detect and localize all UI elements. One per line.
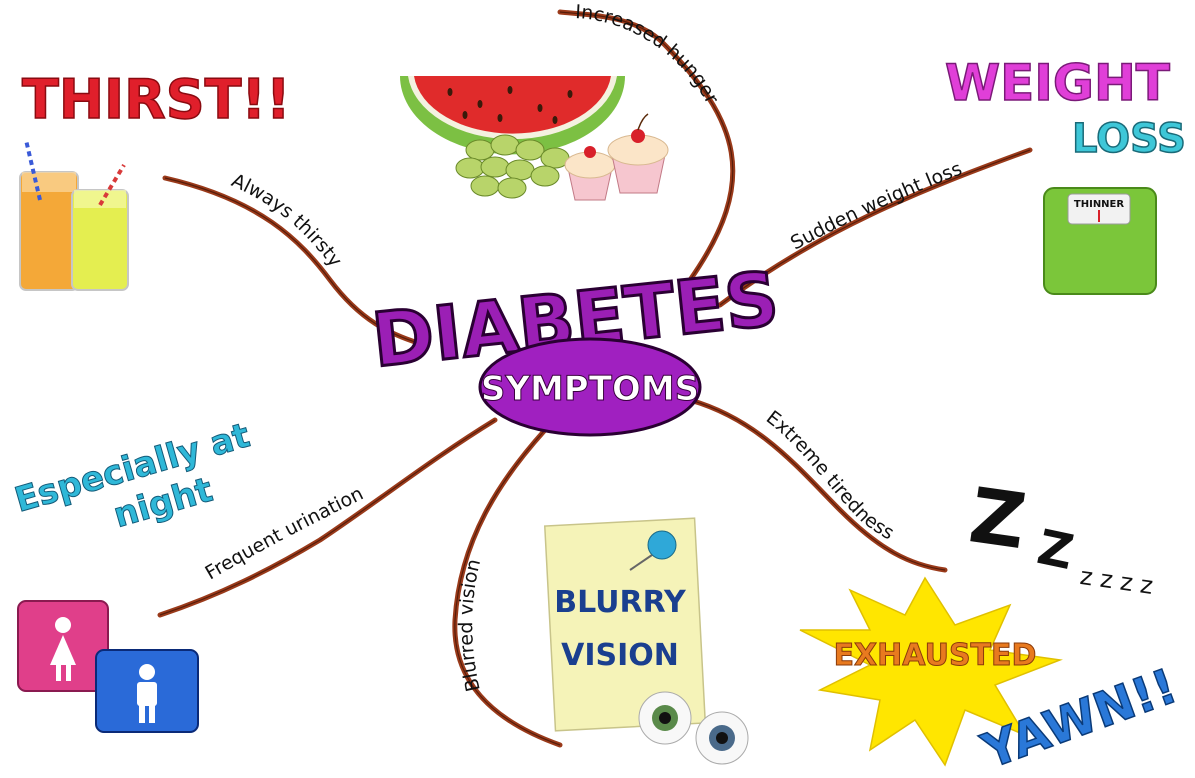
weight-callout: WEIGHT bbox=[945, 54, 1170, 112]
night-callout: Especially at night bbox=[10, 415, 265, 561]
label-sudden-weight-loss: Sudden weight loss bbox=[787, 158, 965, 255]
sleep-tail: z z z z bbox=[1078, 562, 1154, 600]
branch-extreme-tiredness bbox=[690, 400, 945, 570]
sleep-zzz: Z Z z z z z bbox=[964, 470, 1155, 600]
center-subtitle: SYMPTOMS bbox=[481, 369, 699, 409]
label-always-thirsty: Always thirsty bbox=[228, 169, 346, 271]
blurry-line1: BLURRY bbox=[554, 585, 687, 620]
male-restroom-icon bbox=[96, 650, 198, 732]
center-node: DIABETES SYMPTOMS bbox=[368, 256, 782, 435]
sleep-small-z: Z bbox=[1033, 519, 1079, 581]
label-extreme-tiredness: Extreme tiredness bbox=[762, 406, 898, 544]
blurry-line2: VISION bbox=[561, 638, 679, 673]
juice-glass-icon bbox=[20, 140, 128, 290]
loss-callout: LOSS bbox=[1072, 116, 1186, 162]
bathroom-scale-icon: THINNER bbox=[1044, 188, 1156, 294]
label-frequent-urination: Frequent urination bbox=[202, 482, 367, 584]
female-restroom-icon bbox=[18, 601, 108, 691]
scale-label: THINNER bbox=[1074, 199, 1124, 210]
label-blurred-vision: Blurred vision bbox=[455, 557, 485, 694]
thirst-callout: THIRST!! bbox=[22, 68, 291, 131]
sleep-big-z: Z bbox=[964, 470, 1031, 566]
exhausted-callout: EXHAUSTED bbox=[834, 638, 1037, 673]
